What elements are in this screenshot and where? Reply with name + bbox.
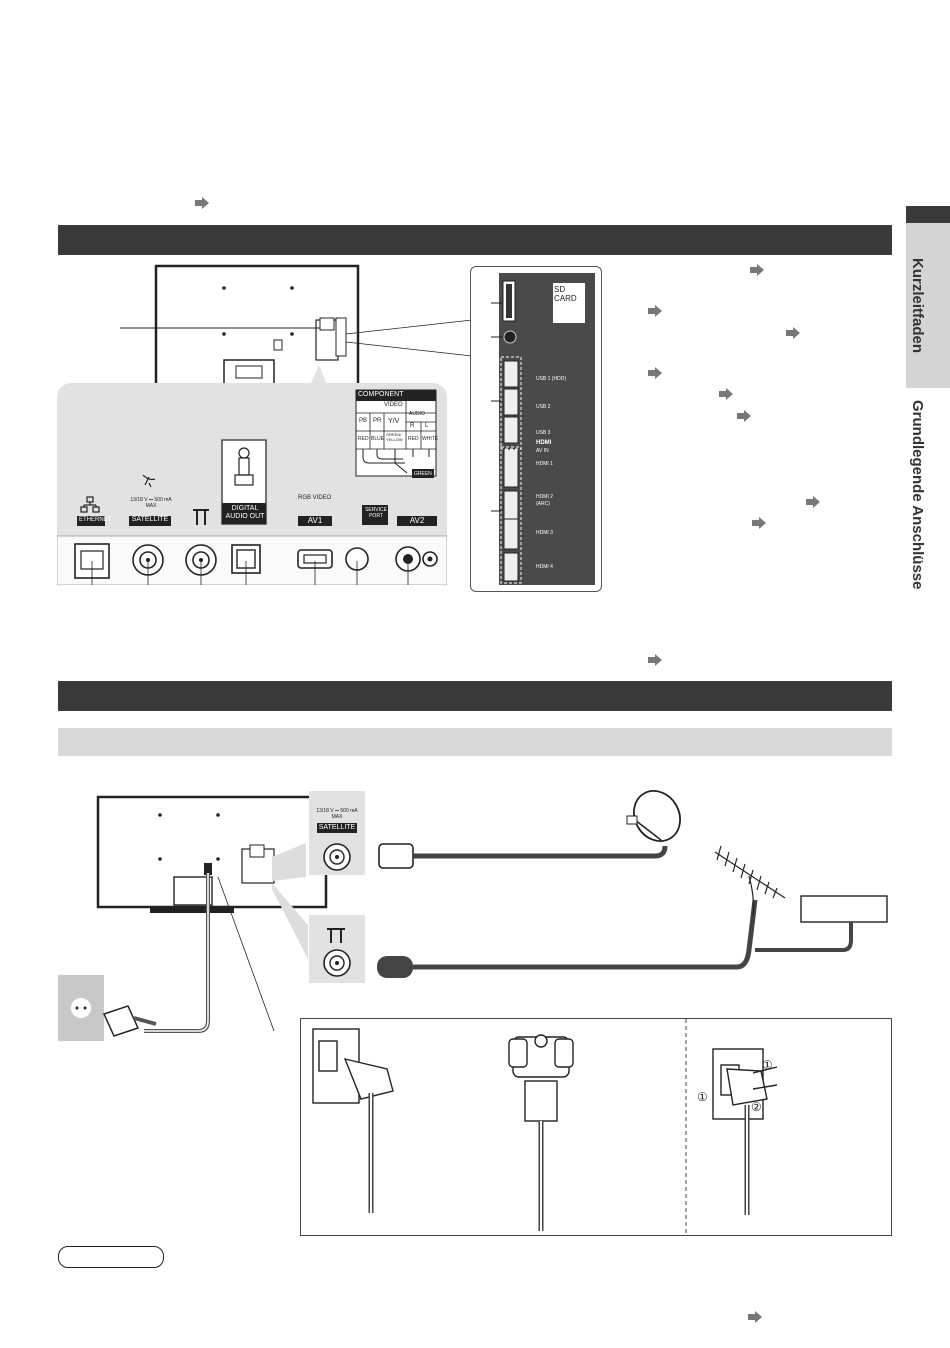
sd-card-label: SD CARD	[554, 285, 577, 303]
reference-arrow-icon	[195, 197, 209, 209]
reference-arrow-icon	[748, 1311, 762, 1323]
red-label: RED	[358, 436, 369, 442]
reference-arrow-icon	[648, 305, 662, 317]
side-tab-section	[906, 223, 950, 388]
green-yellow-label: GREEN/ YELLOW	[386, 432, 403, 442]
power-plug-icon	[102, 1005, 157, 1037]
ethernet-label: ETHERNET	[79, 517, 112, 523]
red-audio-label: RED	[408, 436, 419, 442]
reference-arrow-icon	[648, 654, 662, 666]
reference-arrow-icon	[786, 327, 800, 339]
reference-arrow-icon	[737, 410, 751, 422]
service-port-label: SERVICE PORT	[365, 507, 387, 519]
usb3-label: USB 3	[536, 430, 551, 436]
component-label: COMPONENT	[358, 391, 404, 398]
side-tab-chapter-label: Grundlegende Anschlüsse	[909, 400, 926, 590]
side-terminal-panel	[470, 266, 602, 592]
satellite-label: SATELLITE	[131, 516, 169, 523]
rear-terminal-panel	[56, 365, 448, 597]
hdmi3-label: HDMI 3	[536, 530, 553, 536]
subsection-header-bar	[58, 728, 892, 756]
audio-l-label: L	[425, 423, 429, 429]
audio-label: AUDIO	[409, 411, 425, 417]
satellite-callout	[309, 791, 365, 875]
av1-label: AV1	[307, 516, 323, 525]
usb2-label: USB 2	[536, 404, 551, 410]
blue-label: BLUE	[371, 436, 385, 442]
step-2-marker: ②	[751, 1100, 762, 1114]
detail-box	[300, 1018, 892, 1236]
step-1-marker-left: ①	[697, 1090, 708, 1104]
cable-routing-diagram	[377, 790, 888, 978]
section-header-bar-terminals	[58, 225, 892, 255]
reference-arrow-icon	[648, 367, 662, 379]
av2-label: AV2	[409, 516, 425, 525]
yv-label: Y/V	[388, 418, 400, 425]
note-badge	[58, 1246, 164, 1268]
digital-audio-label: DIGITAL AUDIO OUT	[225, 505, 265, 520]
reference-arrow-icon	[806, 496, 820, 508]
wall-socket	[58, 975, 104, 1041]
usb1-label: USB 1 (HDD)	[536, 376, 567, 382]
white-label: WHITE	[422, 436, 439, 442]
step-1-marker-top: ①	[762, 1058, 773, 1072]
pb-label: PB	[359, 418, 368, 424]
tv-rear-connection-view	[96, 795, 328, 1033]
satellite-callout-spec: 13/18 V ⎓ 500 mA MAX	[316, 808, 358, 820]
video-label: VIDEO	[384, 402, 403, 408]
hdmi2-label: HDMI 2 (ARC)	[536, 494, 553, 507]
hdmi-logo: HDMI	[536, 440, 552, 446]
audio-r-label: R	[410, 423, 415, 429]
av-in-label: AV IN	[536, 448, 549, 454]
satellite-callout-label: SATELLITE	[318, 824, 356, 831]
antenna-callout	[309, 915, 365, 983]
side-tab-section-label: Kurzleitfaden	[909, 258, 926, 354]
av1-sub-label: RGB VIDEO	[298, 495, 332, 501]
green-label: GREEN	[414, 471, 432, 477]
reference-arrow-icon	[750, 264, 764, 276]
section-header-bar-connections	[58, 681, 892, 711]
reference-arrow-icon	[752, 517, 766, 529]
hdmi4-label: HDMI 4	[536, 564, 553, 570]
satellite-spec: 13/18 V ⎓ 500 mA MAX	[130, 497, 172, 509]
pr-label: PR	[373, 418, 382, 424]
reference-arrow-icon	[719, 388, 733, 400]
hdmi1-label: HDMI 1	[536, 461, 553, 467]
